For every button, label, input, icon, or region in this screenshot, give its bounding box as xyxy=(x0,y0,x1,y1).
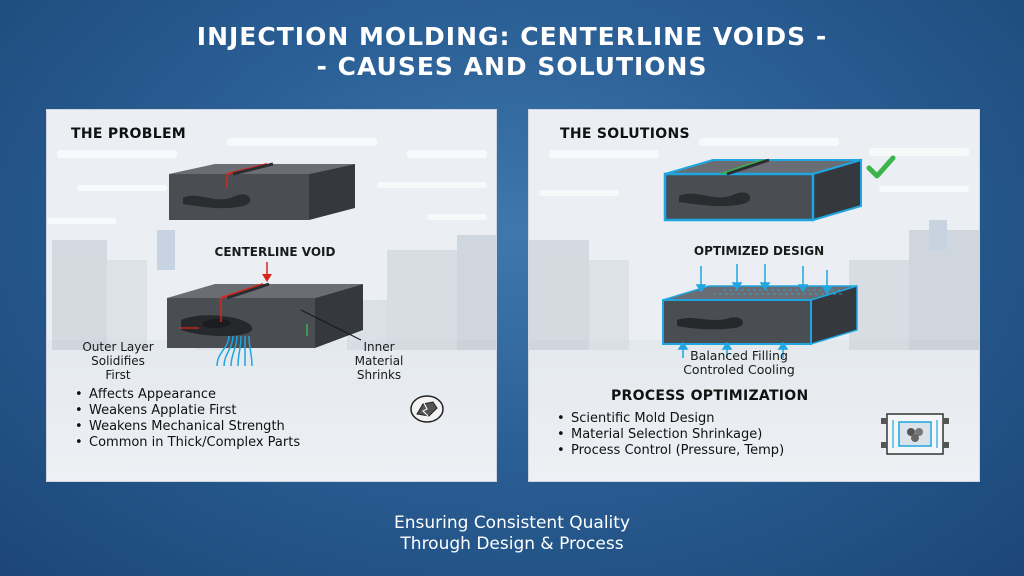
pointer-line xyxy=(300,309,362,341)
page-title: INJECTION MOLDING: CENTERLINE VOIDS - - … xyxy=(0,22,1024,82)
inner-material-label: Inner Material Shrinks xyxy=(354,340,404,382)
part-illustration-bottom xyxy=(167,282,363,348)
list-item: Scientific Mold Design xyxy=(555,411,784,427)
balanced-filling-illustration xyxy=(662,264,858,358)
problem-heading: THE PROBLEM xyxy=(71,126,187,142)
arrow-down-icon xyxy=(262,262,272,282)
list-item: Common in Thick/Complex Parts xyxy=(73,435,300,451)
footer-line-1: Ensuring Consistent Quality xyxy=(393,513,631,533)
solutions-bullet-list: Scientific Mold Design Material Selectio… xyxy=(555,411,784,459)
list-item: Weakens Mechanical Strength xyxy=(73,419,300,435)
footer-line-2: Through Design & Process xyxy=(400,534,624,554)
solutions-heading: THE SOLUTIONS xyxy=(560,126,690,142)
outer-layer-label: Outer Layer Solidifies First xyxy=(82,340,154,382)
cooling-flow-lines xyxy=(216,335,253,367)
problem-bullet-list: Affects Appearance Weakens Applatie Firs… xyxy=(73,387,300,451)
broken-part-icon xyxy=(410,395,444,423)
list-item: Weakens Applatie First xyxy=(73,403,300,419)
list-item: Process Control (Pressure, Temp) xyxy=(555,443,784,459)
title-line-2: - CAUSES AND SOLUTIONS xyxy=(316,52,708,81)
title-line-1: INJECTION MOLDING: CENTERLINE VOIDS - xyxy=(196,22,828,51)
optimized-design-label: OPTIMIZED DESIGN xyxy=(693,244,825,258)
footer-tagline: Ensuring Consistent Quality Through Desi… xyxy=(0,513,1024,555)
list-item: Material Selection Shrinkage) xyxy=(555,427,784,443)
balanced-filling-label: Balanced Filling Controled Cooling xyxy=(683,348,795,377)
solutions-panel: THE SOLUTIONS OPTIMIZED DESIGN xyxy=(528,109,980,482)
process-optimization-heading: PROCESS OPTIMIZATION xyxy=(611,388,809,404)
list-item: Affects Appearance xyxy=(73,387,300,403)
mold-diagram-icon xyxy=(881,413,949,455)
optimized-part-illustration xyxy=(663,155,896,222)
centerline-void-label: CENTERLINE VOID xyxy=(214,245,336,259)
checkmark-icon xyxy=(866,155,896,179)
problem-panel: THE PROBLEM CENTERLINE VOID xyxy=(46,109,497,482)
part-illustration-top xyxy=(169,162,355,220)
